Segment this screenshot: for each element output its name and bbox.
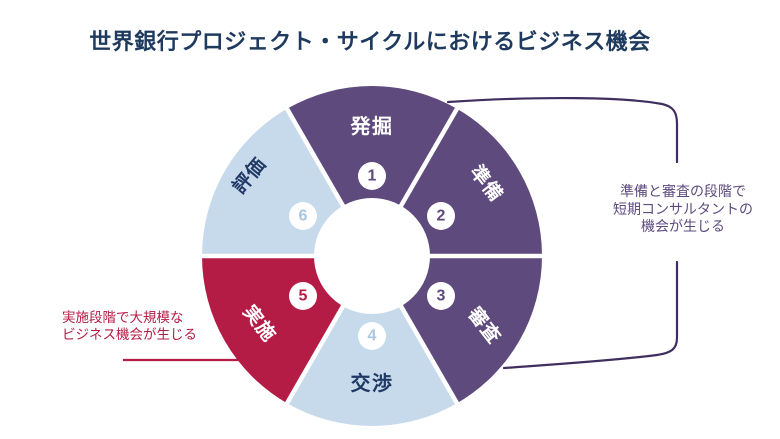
annotation-line: 準備と審査の段階で (620, 183, 746, 199)
annotation-line: ビジネス機会が生じる (62, 327, 197, 342)
annotation-business-opportunity: 実施段階で大規模な ビジネス機会が生じる (62, 309, 232, 343)
annotation-line: 機会が生じる (641, 218, 725, 234)
divider (283, 104, 349, 214)
step-5-number: 5 (299, 288, 308, 305)
label-negotiation: 交渉 (351, 371, 394, 395)
right-bracket (446, 96, 679, 370)
divider (283, 298, 349, 408)
step-2-badge (427, 202, 455, 230)
step-2-number: 2 (437, 208, 446, 225)
step-5-badge (289, 282, 317, 310)
step-4-number: 4 (368, 328, 377, 345)
right-bracket-top (446, 96, 679, 164)
right-bracket-bottom (502, 260, 679, 370)
page-title: 世界銀行プロジェクト・サイクルにおけるビジネス機会 (89, 29, 651, 54)
step-1-badge (358, 162, 386, 190)
donut-hole (314, 198, 430, 314)
divider (395, 104, 461, 214)
annotation-line: 実施段階で大規模な (62, 310, 184, 325)
label-identification: 発掘 (350, 114, 394, 138)
annotation-consultant-opportunity: 準備と審査の段階で 短期コンサルタントの 機会が生じる (593, 183, 773, 236)
step-numbers: 1 2 3 4 5 6 (289, 162, 455, 350)
divider (395, 298, 461, 408)
annotation-line: 短期コンサルタントの (613, 200, 753, 217)
step-4-badge (358, 322, 386, 350)
step-6-number: 6 (299, 208, 308, 225)
segment-dividers (198, 104, 546, 408)
step-1-number: 1 (368, 168, 377, 185)
step-6-badge (289, 202, 317, 230)
step-3-badge (427, 282, 455, 310)
step-3-number: 3 (437, 288, 446, 305)
